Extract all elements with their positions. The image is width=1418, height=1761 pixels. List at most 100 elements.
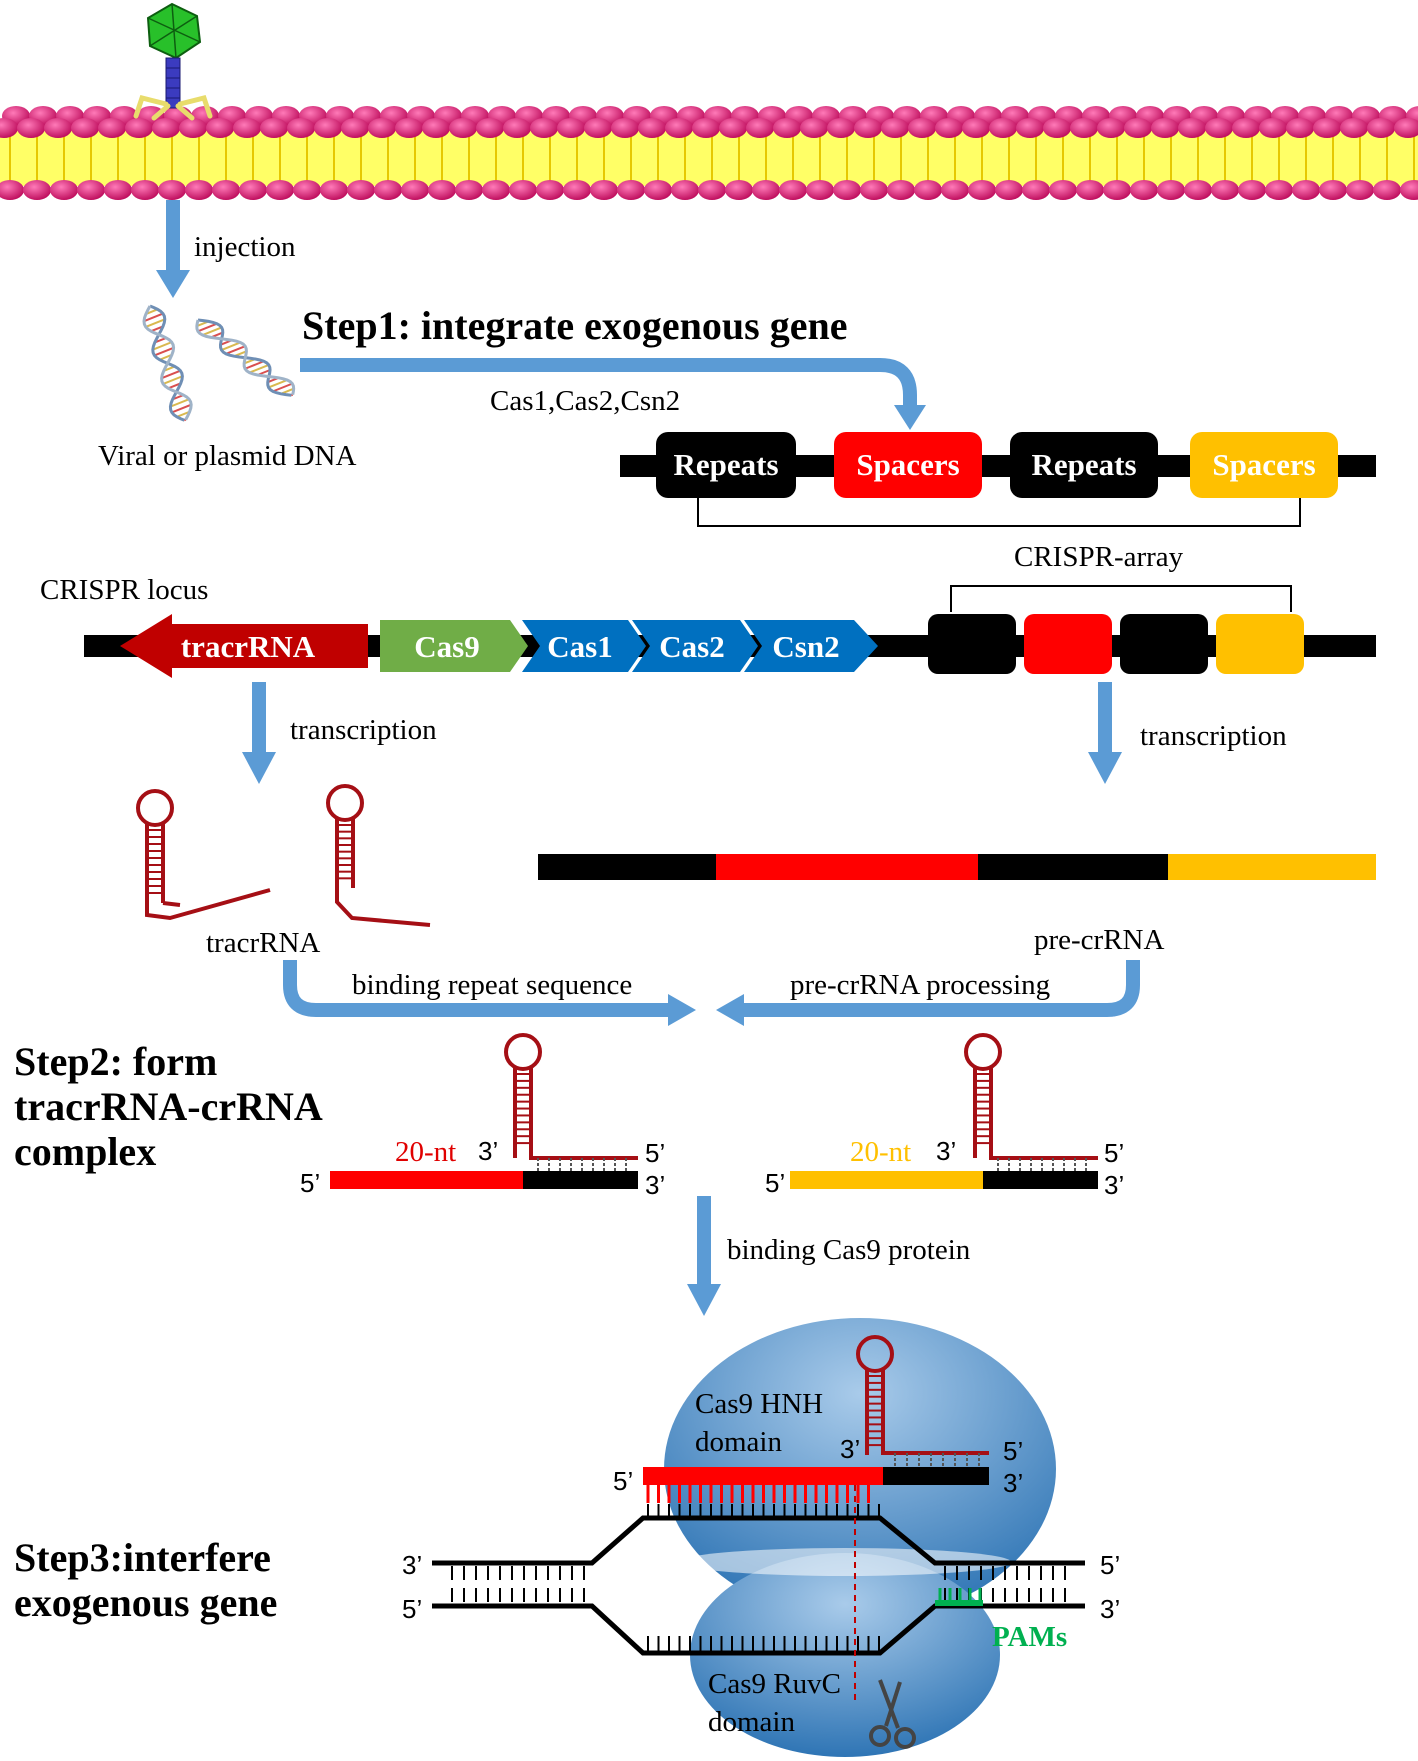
tracr-crrna-complex-right <box>790 1033 1098 1189</box>
lipid-head <box>1367 118 1395 138</box>
array-bracket <box>697 498 1301 527</box>
lipid-head <box>530 118 558 138</box>
lipid-head <box>0 118 18 138</box>
bacteriophage-icon <box>133 2 213 121</box>
lipid-head <box>428 180 456 200</box>
right-3prime-bottom: 3’ <box>1104 1170 1125 1200</box>
lipid-head <box>671 180 699 200</box>
lipid-head <box>1022 180 1050 200</box>
lipid-head <box>1184 180 1212 200</box>
step1-title: Step1: integrate exogenous gene <box>302 303 848 348</box>
right-5prime-bottom: 5’ <box>765 1168 786 1198</box>
guide-3prime-bottom: 3’ <box>1003 1468 1024 1498</box>
tracr-crrna-complex-left <box>330 1033 638 1189</box>
ruvc-domain-label: Cas9 RuvC domain <box>708 1668 841 1738</box>
transcription-arrow-right <box>1088 682 1122 784</box>
lipid-head <box>692 118 720 138</box>
binding-repeat-arrow <box>283 960 696 1026</box>
locus-repeat-2 <box>1120 614 1208 674</box>
dna-5prime-left: 5’ <box>402 1594 423 1624</box>
lipid-head <box>449 118 477 138</box>
lipid-head <box>1319 180 1347 200</box>
lipid-head <box>125 118 153 138</box>
pams-label: PAMs <box>992 1621 1068 1653</box>
lipid-head <box>1043 118 1071 138</box>
left-3prime-top: 3’ <box>478 1136 499 1166</box>
lipid-head <box>1394 118 1418 138</box>
lipid-head <box>1211 180 1239 200</box>
csn2-gene-label: Csn2 <box>772 629 840 664</box>
lipid-head <box>233 118 261 138</box>
array-box-spacer-2: Spacers <box>1190 432 1338 498</box>
array-box-repeat-2: Repeats <box>1010 432 1158 498</box>
lipid-head <box>1049 180 1077 200</box>
lipid-head <box>206 118 234 138</box>
lipid-head <box>50 180 78 200</box>
lipid-head <box>239 180 267 200</box>
lipid-head <box>557 118 585 138</box>
step3-title: Step3:interfere exogenous gene <box>14 1535 278 1625</box>
lipid-head <box>584 118 612 138</box>
lipid-head <box>752 180 780 200</box>
tracrrna-gene-label: tracrRNA <box>180 629 316 664</box>
processing-arrow <box>716 960 1140 1026</box>
cas2-gene <box>632 620 758 672</box>
lipid-head <box>320 180 348 200</box>
lipid-head <box>1346 180 1374 200</box>
viral-dna-label: Viral or plasmid DNA <box>98 440 357 472</box>
lipid-head <box>1292 180 1320 200</box>
lipid-head <box>536 180 564 200</box>
lipid-head <box>401 180 429 200</box>
lipid-head <box>260 118 288 138</box>
lipid-head <box>368 118 396 138</box>
lipid-head <box>1130 180 1158 200</box>
lipid-head <box>509 180 537 200</box>
cas9-dna-complex <box>432 1335 1085 1700</box>
lipid-head <box>914 180 942 200</box>
lipid-head <box>779 180 807 200</box>
lipid-head <box>1070 118 1098 138</box>
injection-arrow <box>156 200 190 298</box>
lipid-head <box>266 180 294 200</box>
guide-5prime: 5’ <box>613 1466 634 1496</box>
dna-3prime-right: 3’ <box>1100 1594 1121 1624</box>
cas1-gene-label: Cas1 <box>547 629 613 664</box>
lipid-head <box>962 118 990 138</box>
nt-right-label: 20-nt <box>850 1136 912 1168</box>
lipid-head <box>71 118 99 138</box>
binding-cas9-arrow <box>687 1196 721 1316</box>
lipid-head <box>1313 118 1341 138</box>
lipid-head <box>1178 118 1206 138</box>
lipid-head <box>590 180 618 200</box>
lipid-head <box>1340 118 1368 138</box>
crispr-locus-label: CRISPR locus <box>40 574 209 606</box>
lipid-head <box>611 118 639 138</box>
lipid-head <box>968 180 996 200</box>
lipid-head <box>800 118 828 138</box>
locus-spacer-2 <box>1216 614 1304 674</box>
right-3prime-top: 3’ <box>936 1136 957 1166</box>
lipid-head <box>44 118 72 138</box>
locus-repeat-1 <box>928 614 1016 674</box>
tracrrna-hairpin-1 <box>136 789 271 921</box>
transcription-left-label: transcription <box>290 714 437 746</box>
lipid-head <box>347 180 375 200</box>
dna-3prime-left: 3’ <box>402 1550 423 1580</box>
viral-dna-icon <box>142 304 296 422</box>
step2-title: Step2: form tracrRNA-crRNA complex <box>14 1039 321 1174</box>
nt-left-label: 20-nt <box>395 1136 457 1168</box>
lipid-head <box>1265 180 1293 200</box>
lipid-head <box>827 118 855 138</box>
lipid-head <box>1259 118 1287 138</box>
lipid-head <box>719 118 747 138</box>
lipid-head <box>1076 180 1104 200</box>
cas-genes-label: Cas1,Cas2,Csn2 <box>490 385 681 417</box>
lipid-head <box>131 180 159 200</box>
lipid-head <box>482 180 510 200</box>
lipid-head <box>806 180 834 200</box>
lipid-head <box>395 118 423 138</box>
lipid-head <box>476 118 504 138</box>
binding-repeat-label: binding repeat sequence <box>352 969 633 1001</box>
transcription-right-label: transcription <box>1140 720 1287 752</box>
